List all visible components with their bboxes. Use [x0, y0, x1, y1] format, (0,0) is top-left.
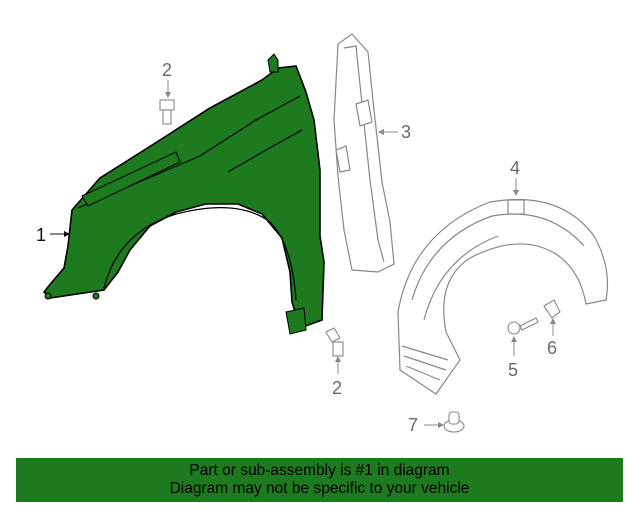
- wheel-liner-bottom-ribs: [401, 345, 449, 381]
- splash-shield-outline: [333, 33, 395, 273]
- fender-crease-mid: [227, 129, 303, 173]
- bolt-bottom-part[interactable]: [325, 327, 344, 357]
- bolt-shank: [332, 341, 344, 357]
- parts-diagram: 1 2 3 4 5 6 7 2: [36, 33, 609, 435]
- splash-shield-edge: [343, 45, 385, 263]
- callout-5[interactable]: 5: [508, 360, 518, 380]
- splash-shield-part[interactable]: [333, 33, 395, 273]
- wheel-liner-top-clip: [507, 199, 525, 215]
- splash-shield-tab: [355, 99, 373, 127]
- callout-4[interactable]: 4: [510, 158, 520, 178]
- screw-head: [507, 321, 521, 335]
- arrow-icon: [513, 190, 519, 196]
- fender-part[interactable]: [42, 53, 325, 335]
- splash-shield-tab: [335, 145, 351, 173]
- callout-2-bottom[interactable]: 2: [332, 378, 342, 398]
- arrow-icon: [550, 318, 556, 324]
- info-banner: Part or sub-assembly is #1 in diagram Di…: [16, 458, 623, 502]
- banner-line-2: Diagram may not be specific to your vehi…: [169, 480, 470, 497]
- fender-bottom-bracket: [285, 307, 307, 335]
- screw-shank: [519, 317, 539, 331]
- push-pin-part[interactable]: [443, 411, 465, 433]
- bolt-head: [159, 99, 175, 111]
- arrow-icon: [64, 231, 70, 237]
- arrow-icon: [438, 422, 444, 428]
- banner-line-1: Part or sub-assembly is #1 in diagram: [189, 462, 450, 479]
- callout-6[interactable]: 6: [547, 338, 557, 358]
- pin-stem: [448, 411, 460, 425]
- wheel-liner-rib: [423, 235, 499, 321]
- bolt-top-part[interactable]: [159, 99, 175, 125]
- arrow-icon: [165, 92, 171, 98]
- arrow-icon: [335, 356, 341, 362]
- fender-bolt-hole: [92, 292, 100, 300]
- bolt-head: [325, 327, 341, 343]
- arrow-icon: [378, 129, 384, 135]
- arrow-icon: [511, 336, 517, 342]
- screw-part[interactable]: [507, 317, 539, 335]
- fender-mount-flange: [81, 151, 181, 207]
- fender-bolt-hole: [44, 292, 52, 300]
- fender-top-tab: [267, 53, 279, 73]
- wheel-liner-rib: [411, 213, 585, 301]
- bolt-shank: [162, 109, 172, 125]
- fender-arch-inner: [103, 207, 297, 301]
- wheel-liner-outline: [397, 199, 609, 395]
- callout-3[interactable]: 3: [401, 122, 411, 142]
- callout-1[interactable]: 1: [36, 225, 46, 245]
- clip-body: [543, 299, 561, 319]
- callout-7[interactable]: 7: [408, 415, 418, 435]
- nut-clip-part[interactable]: [543, 299, 561, 319]
- callout-2-top[interactable]: 2: [162, 60, 172, 80]
- wheel-liner-part[interactable]: [397, 199, 609, 395]
- leader-lines: [50, 80, 556, 428]
